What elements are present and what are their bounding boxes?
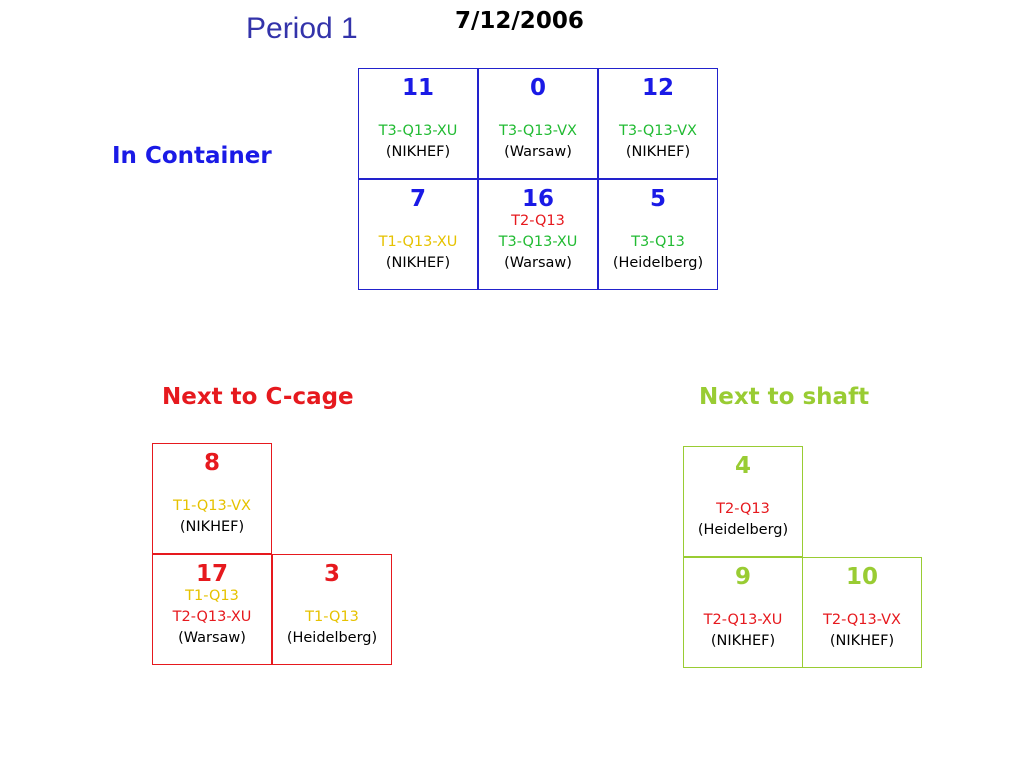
cell-line: (NIKHEF): [625, 144, 691, 160]
container-cell: 11 T3-Q13-XU (NIKHEF): [358, 68, 478, 179]
container-cell: 7 T1-Q13-XU (NIKHEF): [358, 179, 478, 290]
next-to-ccage-label: Next to C-cage: [162, 384, 354, 410]
next-to-shaft-label: Next to shaft: [699, 384, 870, 410]
container-cell: 16 T2-Q13 T3-Q13-XU (Warsaw): [478, 179, 598, 290]
ccage-cell: 3 T1-Q13 (Heidelberg): [272, 554, 392, 665]
shaft-cell: 10 T2-Q13-VX (NIKHEF): [802, 557, 922, 668]
container-cell: 0 T3-Q13-VX (Warsaw): [478, 68, 598, 179]
ccage-cell: 8 T1-Q13-VX (NIKHEF): [152, 443, 272, 554]
container-cell: 12 T3-Q13-VX (NIKHEF): [598, 68, 718, 179]
cell-number: 10: [845, 564, 878, 590]
cell-number: 8: [203, 450, 220, 476]
cell-line: T2-Q13: [716, 501, 770, 517]
cell-line: (NIKHEF): [385, 255, 451, 271]
cell-line: T1-Q13: [185, 588, 239, 604]
cell-number: 9: [734, 564, 751, 590]
period-title: Period 1: [246, 12, 358, 45]
cell-line: (Warsaw): [504, 144, 572, 160]
cell-number: 3: [323, 561, 340, 587]
cell-line: (Heidelberg): [697, 522, 789, 538]
cell-line: T3-Q13-XU: [378, 123, 458, 139]
cell-line: T3-Q13-VX: [499, 123, 577, 139]
cell-line: T1-Q13-XU: [378, 234, 458, 250]
cell-line: (NIKHEF): [385, 144, 451, 160]
cell-line: (NIKHEF): [179, 519, 245, 535]
cell-line: T3-Q13-VX: [619, 123, 697, 139]
cell-line: (Warsaw): [178, 630, 246, 646]
in-container-label: In Container: [112, 143, 272, 169]
cell-number: 11: [401, 75, 434, 101]
cell-number: 5: [649, 186, 666, 212]
ccage-cell: 17 T1-Q13 T2-Q13-XU (Warsaw): [152, 554, 272, 665]
cell-number: 12: [641, 75, 674, 101]
shaft-cell: 4 T2-Q13 (Heidelberg): [683, 446, 803, 557]
cell-line: T2-Q13-XU: [703, 612, 783, 628]
cell-line: (Warsaw): [504, 255, 572, 271]
cell-line: T2-Q13: [511, 213, 565, 229]
cell-line: T2-Q13-VX: [823, 612, 901, 628]
cell-number: 0: [529, 75, 546, 101]
cell-line: T1-Q13: [305, 609, 359, 625]
cell-line: T3-Q13: [631, 234, 685, 250]
cell-number: 7: [409, 186, 426, 212]
cell-number: 4: [734, 453, 751, 479]
cell-line: T2-Q13-XU: [172, 609, 252, 625]
container-cell: 5 T3-Q13 (Heidelberg): [598, 179, 718, 290]
date-label: 7/12/2006: [455, 8, 584, 34]
cell-line: (NIKHEF): [829, 633, 895, 649]
cell-number: 17: [195, 561, 228, 587]
cell-line: (NIKHEF): [710, 633, 776, 649]
cell-line: (Heidelberg): [286, 630, 378, 646]
cell-line: T1-Q13-VX: [173, 498, 251, 514]
cell-line: (Heidelberg): [612, 255, 704, 271]
cell-line: T3-Q13-XU: [498, 234, 578, 250]
shaft-cell: 9 T2-Q13-XU (NIKHEF): [683, 557, 803, 668]
cell-number: 16: [521, 186, 554, 212]
